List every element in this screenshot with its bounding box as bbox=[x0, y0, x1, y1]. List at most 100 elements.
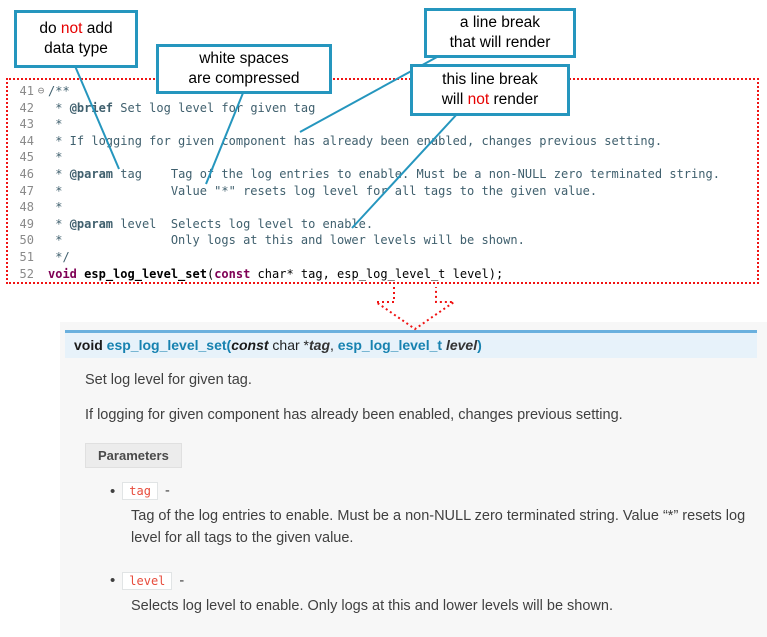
callout-text: will bbox=[441, 91, 468, 108]
code-segment-cmt: Set log level for given tag bbox=[113, 100, 316, 115]
code-segment-cmt: * Value "*" resets log level for all tag… bbox=[48, 183, 598, 198]
code-text: * @brief Set log level for given tag bbox=[48, 100, 315, 117]
rendered-docs: void esp_log_level_set(const char *tag, … bbox=[60, 322, 767, 637]
param-item: •level- Selects log level to enable. Only… bbox=[110, 571, 758, 618]
line-number: 51 bbox=[19, 249, 34, 264]
fold-gutter bbox=[34, 100, 48, 117]
fold-gutter bbox=[34, 183, 48, 200]
callout-text-line: do not add bbox=[39, 19, 112, 39]
callout-text: render bbox=[489, 91, 539, 108]
code-segment-cmt: * If logging for given component has alr… bbox=[48, 133, 663, 148]
param-name-literal: tag bbox=[122, 482, 158, 500]
fold-gutter bbox=[34, 266, 48, 283]
code-text: * Only logs at this and lower levels wil… bbox=[48, 232, 525, 249]
code-text: * Value "*" resets log level for all tag… bbox=[48, 183, 597, 200]
callout-text-line: that will render bbox=[449, 34, 551, 51]
fold-gutter bbox=[34, 216, 48, 233]
code-text: * bbox=[48, 149, 62, 166]
code-line[interactable]: 50 * Only logs at this and lower levels … bbox=[8, 232, 757, 249]
code-text: * If logging for given component has alr… bbox=[48, 133, 662, 150]
code-text: void esp_log_level_set(const char* tag, … bbox=[48, 266, 503, 283]
callout-text: add bbox=[82, 19, 113, 37]
param-item: •tag- Tag of the log entries to enable. M… bbox=[110, 482, 758, 550]
signature-segment-s-type: esp_log_level_t bbox=[337, 337, 443, 353]
code-segment-kw: const bbox=[214, 266, 251, 281]
line-number: 46 bbox=[19, 166, 34, 181]
fold-gutter bbox=[34, 166, 48, 183]
code-segment-pln: ( bbox=[206, 266, 215, 281]
code-segment-cmt: */ bbox=[48, 249, 70, 264]
line-number: 49 bbox=[19, 216, 34, 231]
callout-linebreak-not-render: this line break will not render bbox=[410, 64, 570, 116]
code-segment-kw: void bbox=[48, 266, 77, 281]
signature-segment-s-ki: const bbox=[231, 337, 269, 353]
code-text: * @param tag Tag of the log entries to e… bbox=[48, 166, 720, 183]
code-segment-cmt: * Only logs at this and lower levels wil… bbox=[48, 233, 525, 248]
code-line[interactable]: 49 * @param level Selects log level to e… bbox=[8, 216, 757, 233]
parameters-heading: Parameters bbox=[85, 443, 182, 468]
fold-gutter bbox=[34, 199, 48, 216]
param-head: •level- bbox=[110, 571, 758, 590]
code-segment-cmt: /** bbox=[48, 84, 70, 98]
code-line[interactable]: 45 * bbox=[8, 149, 757, 166]
callout-text-negation: not bbox=[467, 91, 490, 108]
callout-text-line: this line break bbox=[442, 70, 538, 88]
code-line[interactable]: 47 * Value "*" resets log level for all … bbox=[8, 183, 757, 200]
line-number: 45 bbox=[19, 150, 34, 165]
param-list: •tag-Tag of the log entries to enable. M… bbox=[110, 482, 758, 637]
brief-description: Set log level for given tag. bbox=[85, 372, 252, 388]
signature-segment-s-name: esp_log_level_set( bbox=[106, 337, 232, 353]
code-line[interactable]: 51 */ bbox=[8, 249, 757, 266]
line-number: 52 bbox=[19, 266, 34, 281]
code-lines: 41⊖/**42 * @brief Set log level for give… bbox=[8, 83, 757, 282]
callout-text-line: a line break bbox=[459, 13, 541, 31]
code-segment-dox: @brief bbox=[69, 100, 114, 115]
line-number: 48 bbox=[19, 200, 34, 215]
callout-text-line: white spaces bbox=[199, 49, 289, 67]
signature-segment-s-par: level bbox=[445, 337, 478, 353]
code-line[interactable]: 52 void esp_log_level_set(const char* tag… bbox=[8, 266, 757, 283]
code-text: * bbox=[48, 199, 62, 216]
code-segment-cmt: * bbox=[48, 100, 70, 115]
callout-text-line: will not render bbox=[442, 90, 539, 110]
callout-text-line: data type bbox=[44, 40, 108, 57]
detailed-description: If logging for given component has alrea… bbox=[85, 407, 623, 423]
code-line[interactable]: 48 * bbox=[8, 199, 757, 216]
code-segment-cmt: tag Tag of the log entries to enable. Mu… bbox=[113, 166, 720, 181]
code-line[interactable]: 43 * bbox=[8, 116, 757, 133]
callout-linebreak-renders: a line break that will render bbox=[424, 8, 576, 58]
code-text: * bbox=[48, 116, 62, 133]
param-dash: - bbox=[164, 483, 170, 499]
code-segment-cmt: level Selects log level to enable. bbox=[113, 216, 374, 231]
code-line[interactable]: 44 * If logging for given component has … bbox=[8, 133, 757, 150]
code-text: */ bbox=[48, 249, 70, 266]
code-line[interactable]: 41⊖/** bbox=[8, 83, 757, 100]
line-number: 42 bbox=[19, 100, 34, 115]
fold-gutter bbox=[34, 116, 48, 133]
code-segment-cmt: * bbox=[48, 166, 70, 181]
callout-whitespace-compressed: white spaces are compressed bbox=[156, 44, 332, 94]
code-line[interactable]: 46 * @param tag Tag of the log entries t… bbox=[8, 166, 757, 183]
code-line[interactable]: 42 * @brief Set log level for given tag bbox=[8, 100, 757, 117]
function-signature[interactable]: void esp_log_level_set(const char *tag, … bbox=[65, 330, 757, 358]
param-head: •tag- bbox=[110, 482, 758, 500]
code-segment-cmt: * bbox=[48, 200, 63, 215]
param-description: Tag of the log entries to enable. Must b… bbox=[131, 508, 746, 546]
code-editor[interactable]: 41⊖/**42 * @brief Set log level for give… bbox=[6, 78, 759, 284]
signature-segment-s-name: ) bbox=[477, 337, 482, 353]
code-segment-pln: char* tag, esp_log_level_t level); bbox=[250, 266, 504, 281]
code-text: /** bbox=[48, 83, 70, 100]
param-dash: - bbox=[179, 572, 185, 589]
callout-text-negation: not bbox=[60, 19, 83, 37]
fold-collapse-icon[interactable]: ⊖ bbox=[37, 84, 45, 97]
callout-text: do bbox=[39, 19, 61, 37]
bullet-icon: • bbox=[110, 572, 116, 589]
line-number: 44 bbox=[19, 133, 34, 148]
fold-gutter bbox=[34, 249, 48, 266]
param-description: Selects log level to enable. Only logs a… bbox=[131, 597, 613, 614]
signature-segment-s-pl: char * bbox=[268, 337, 309, 353]
code-segment-cmt: * bbox=[48, 216, 70, 231]
line-number: 43 bbox=[19, 117, 34, 132]
fold-gutter bbox=[34, 133, 48, 150]
line-number: 47 bbox=[19, 183, 34, 198]
